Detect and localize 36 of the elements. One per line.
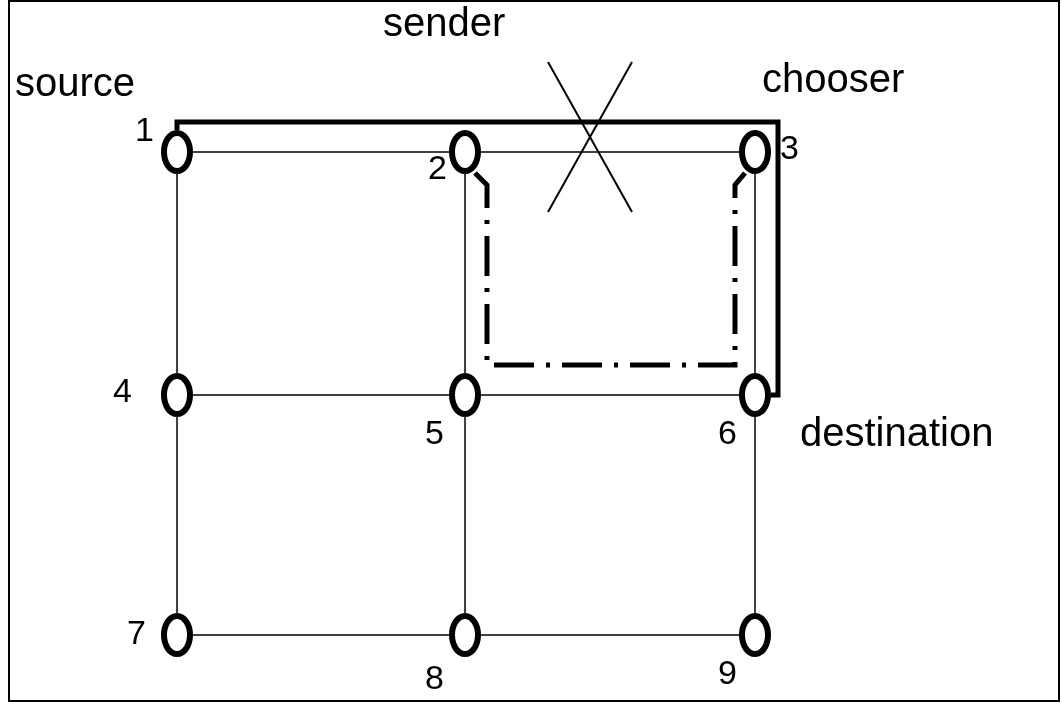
line — [754, 416, 756, 614]
node-label: destination — [800, 412, 994, 452]
node-number: 6 — [718, 415, 737, 449]
label: sender — [383, 2, 506, 42]
node-number: 9 — [718, 655, 737, 689]
line — [192, 394, 450, 396]
line — [480, 394, 740, 396]
line — [176, 416, 178, 614]
node-number: 4 — [113, 373, 132, 407]
node-number: 7 — [127, 615, 146, 649]
node-circle — [161, 613, 193, 657]
node-circle — [161, 373, 193, 417]
node-circle — [449, 373, 481, 417]
line — [176, 173, 178, 374]
node-number: 2 — [428, 150, 447, 184]
node-label: chooser — [762, 58, 905, 98]
node-label: source — [15, 62, 136, 102]
node-number: 8 — [425, 660, 444, 694]
node-number: 5 — [425, 415, 444, 449]
line — [192, 151, 450, 153]
line — [464, 173, 466, 374]
node-circle — [449, 130, 481, 174]
thick-line — [174, 119, 781, 398]
line — [464, 416, 466, 614]
node-circle — [739, 613, 771, 657]
line — [480, 634, 740, 636]
dash-dot-line — [473, 171, 747, 368]
node-circle — [739, 373, 771, 417]
line — [754, 173, 756, 374]
node-circle — [739, 130, 771, 174]
node-circle — [161, 130, 193, 174]
line — [192, 634, 450, 636]
line — [480, 151, 740, 153]
node-number: 1 — [135, 112, 154, 146]
node-circle — [449, 613, 481, 657]
node-number: 3 — [780, 130, 799, 164]
